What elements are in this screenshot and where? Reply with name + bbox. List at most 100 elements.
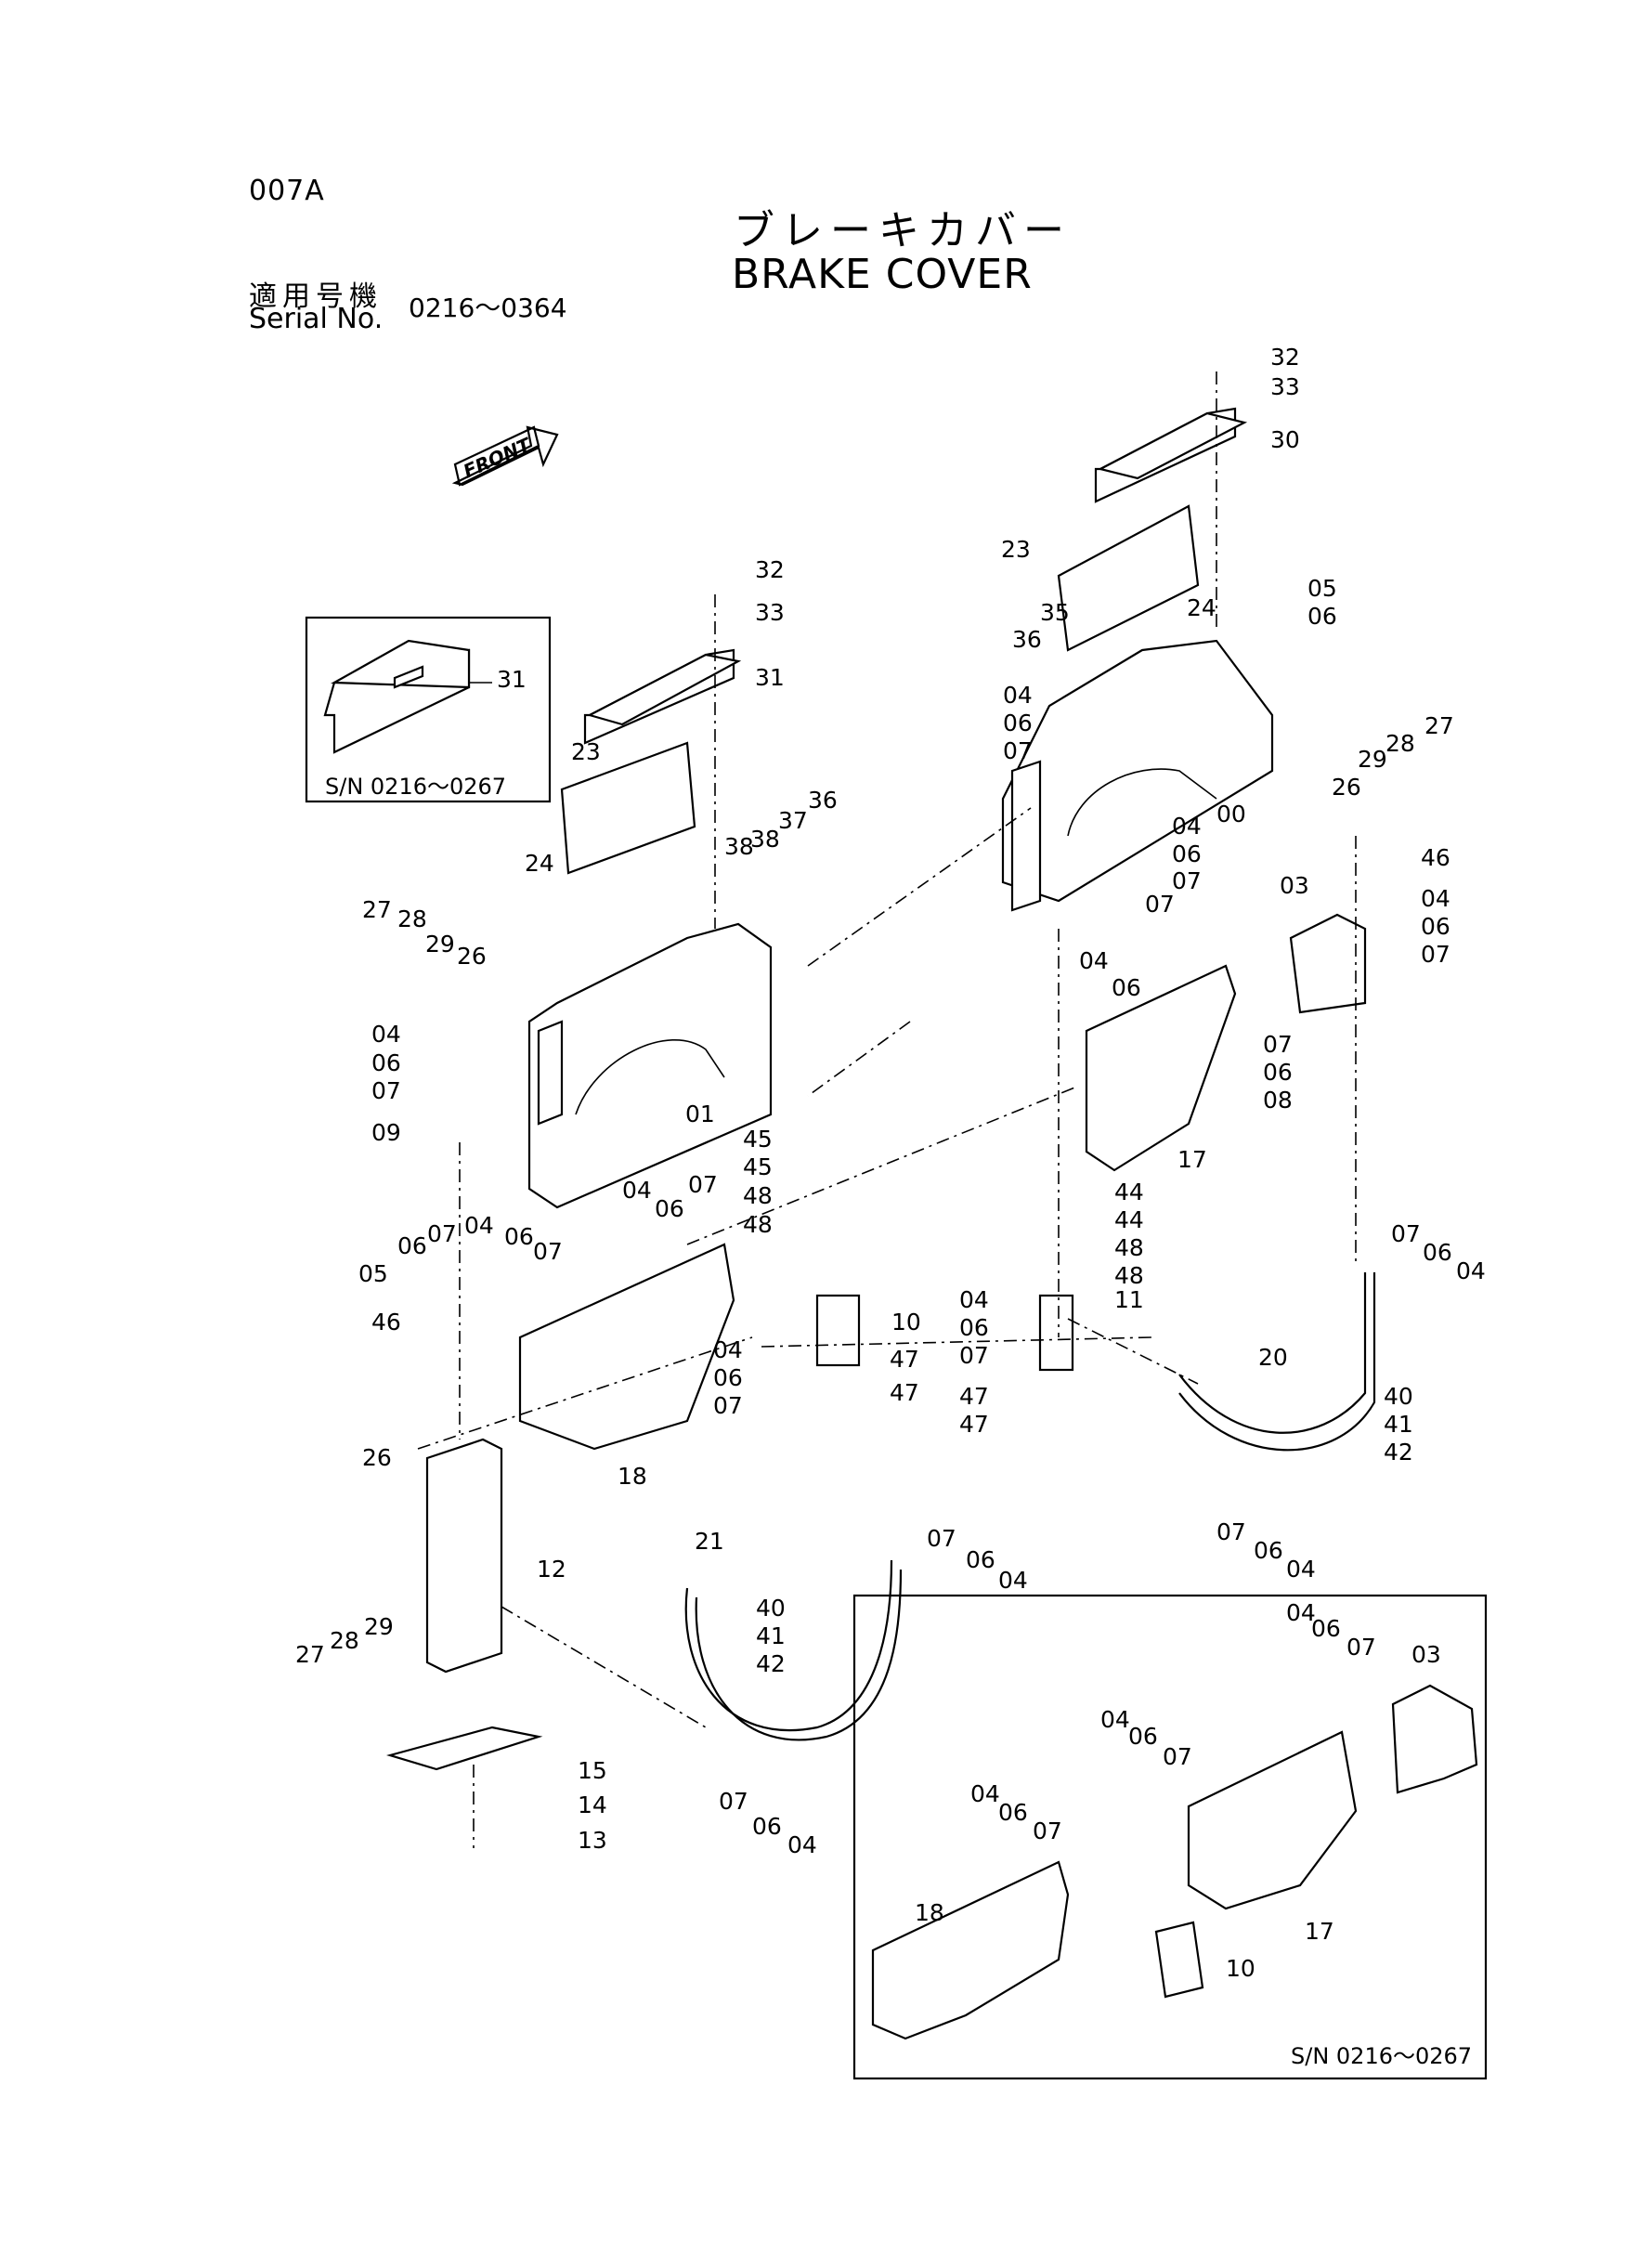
callout-label: 24 (525, 850, 554, 877)
callout-label: 24 (1187, 594, 1216, 621)
callout-label: 29 (425, 931, 455, 958)
callout-label: 04 (1286, 1599, 1316, 1626)
callout-label: 31 (755, 664, 785, 691)
callout-label: 32 (755, 556, 785, 583)
callout-label: 07 (533, 1238, 563, 1265)
inset-2-serial-note: S/N 0216～0267 (1291, 2043, 1472, 2069)
callout-label: 07 (1263, 1031, 1293, 1058)
callout-label: 04 (787, 1831, 817, 1858)
callout-label: 06 (713, 1364, 743, 1391)
callout-label: 04 (1421, 885, 1450, 912)
part-18-shield (518, 1243, 735, 1451)
callout-label: 27 (295, 1641, 325, 1668)
callout-label: 04 (713, 1336, 743, 1363)
callout-label: 38 (750, 826, 780, 853)
callout-label: 44 (1114, 1206, 1144, 1233)
callout-label: 06 (1128, 1723, 1158, 1750)
callout-label: 06 (1263, 1059, 1293, 1086)
callout-label: 13 (578, 1827, 607, 1854)
serial-label-english: Serial No. (249, 303, 384, 335)
callout-label: 06 (959, 1314, 989, 1341)
callout-label: 35 (1040, 599, 1070, 626)
callout-label: 06 (1421, 913, 1450, 940)
part-21-band (684, 1559, 903, 1741)
callout-label: 10 (1226, 1955, 1255, 1982)
callout-label: 03 (1280, 872, 1309, 899)
part-17-shield (1085, 964, 1237, 1172)
callout-label: 07 (371, 1077, 401, 1104)
inset-box-shields: S/N 0216～0267 (852, 1594, 1488, 2080)
callout-label: 04 (464, 1212, 494, 1239)
part-31-cover (583, 648, 742, 745)
callout-label: 42 (756, 1650, 786, 1677)
callout-label: 04 (998, 1567, 1028, 1594)
callout-label: 07 (1163, 1743, 1192, 1770)
callout-label: 46 (1421, 844, 1450, 871)
callout-label: 06 (1423, 1239, 1452, 1266)
callout-label: 07 (1346, 1634, 1376, 1661)
callout-label: 15 (578, 1757, 607, 1784)
callout-label: 47 (890, 1346, 919, 1373)
callout-label: 12 (537, 1556, 566, 1583)
callout-label: 37 (778, 807, 808, 834)
callout-label: 26 (457, 943, 487, 970)
callout-label: 07 (719, 1788, 748, 1815)
callout-label: 28 (1385, 730, 1415, 757)
callout-label: 32 (1270, 344, 1300, 371)
title-japanese: ブレーキカバー (734, 207, 1072, 254)
page-code: 007A (249, 175, 325, 207)
callout-label: 04 (371, 1021, 401, 1048)
part-03-bracket (1289, 913, 1367, 1014)
callout-label: 44 (1114, 1179, 1144, 1205)
callout-label: 06 (1311, 1615, 1341, 1642)
callout-label: 27 (362, 896, 392, 923)
callout-label: 48 (1114, 1234, 1144, 1261)
callout-label: 06 (371, 1049, 401, 1076)
callout-label: 08 (1263, 1087, 1293, 1114)
callout-label: 06 (1172, 840, 1202, 867)
callout-label: 23 (571, 738, 601, 765)
callout-label: 40 (1384, 1383, 1413, 1410)
callout-label: 04 (1172, 813, 1202, 840)
callout-label: 47 (959, 1383, 989, 1410)
callout-label: 27 (1424, 712, 1454, 739)
front-arrow-icon: FRONT (451, 425, 559, 487)
callout-label: 07 (1421, 941, 1450, 968)
callout-label: 23 (1001, 536, 1031, 563)
callout-label: 01 (685, 1101, 715, 1127)
callout-label: 17 (1305, 1918, 1334, 1945)
callout-label: 06 (1112, 974, 1141, 1001)
callout-label: 06 (397, 1232, 427, 1259)
callout-label: 06 (1307, 603, 1337, 630)
callout-label: 07 (1216, 1518, 1246, 1545)
callout-label: 21 (695, 1528, 724, 1555)
callout-label: 07 (1003, 737, 1033, 764)
callout-label: 10 (891, 1309, 921, 1335)
callout-label: 31 (497, 666, 527, 693)
callout-label: 36 (808, 787, 838, 814)
callout-label: 07 (713, 1392, 743, 1419)
callout-label: 05 (358, 1260, 388, 1287)
inset-1-serial-note: S/N 0216～0267 (325, 774, 506, 800)
callout-label: 06 (1254, 1537, 1283, 1564)
callout-label: 04 (1286, 1556, 1316, 1583)
callout-label: 04 (1003, 682, 1033, 709)
callout-label: 40 (756, 1595, 786, 1622)
callout-label: 06 (998, 1799, 1028, 1826)
callout-label: 18 (915, 1899, 944, 1926)
callout-label: 07 (1145, 891, 1175, 918)
callout-label: 36 (1012, 626, 1042, 653)
callout-label: 07 (427, 1220, 457, 1247)
callout-label: 09 (371, 1119, 401, 1146)
callout-label: 47 (959, 1411, 989, 1438)
callout-label: 41 (1384, 1411, 1413, 1438)
callout-label: 07 (959, 1342, 989, 1369)
part-30-cover (1094, 407, 1248, 503)
callout-label: 41 (756, 1622, 786, 1649)
callout-label: 29 (1358, 746, 1387, 773)
callout-label: 48 (743, 1211, 773, 1238)
callout-label: 07 (1033, 1818, 1062, 1844)
callout-label: 04 (622, 1177, 652, 1204)
callout-label: 06 (504, 1223, 534, 1250)
callout-label: 07 (1172, 867, 1202, 894)
